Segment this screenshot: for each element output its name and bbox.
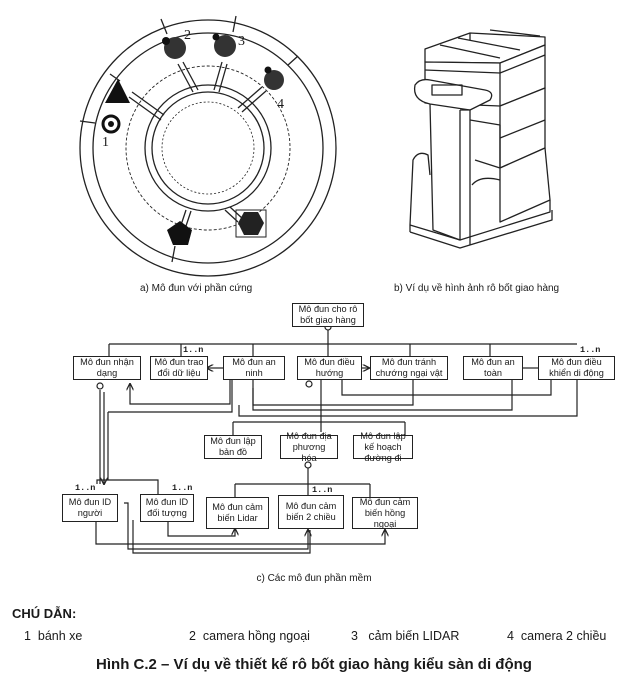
module-navigation-label: Mô đun điều hướng <box>304 357 355 378</box>
module-camera-2d-label: Mô đun cảm biến 2 chiều <box>285 501 337 522</box>
legend-item-3: 3 cảm biến LIDAR <box>351 629 459 643</box>
camera-2d-icon <box>264 66 284 90</box>
multiplicity-sensors: 1..n <box>312 485 333 495</box>
module-ir-sensor: Mô đun cảm biến hồng ngoại <box>352 497 418 529</box>
legend-item-1: 1 bánh xe <box>24 629 82 643</box>
wheel-icon <box>101 114 121 134</box>
triangle-sensor-icon <box>105 79 130 103</box>
outer-ring-inner <box>92 32 324 264</box>
multiplicity-data-exchange: 1..n <box>183 345 204 355</box>
legend-num: 4 <box>507 629 514 643</box>
legend-label: cảm biến LIDAR <box>368 629 460 643</box>
hardware-label-4: 4 <box>277 97 284 112</box>
caption-robot-image: b) Ví dụ về hình ảnh rô bốt giao hàng <box>394 283 560 294</box>
module-recognition-label: Mô đun nhận dạng <box>80 357 134 378</box>
module-root: Mô đun cho rô bốt giao hàng <box>292 303 364 327</box>
delivery-robot-illustration <box>409 29 553 249</box>
multiplicity-motion-control: 1..n <box>580 345 601 355</box>
legend-title: CHÚ DẪN: <box>12 606 77 621</box>
module-obstacle-avoid: Mô đun tránh chướng ngại vật <box>370 356 448 380</box>
module-security-label: Mô đun an ninh <box>232 357 276 378</box>
module-object-id: Mô đun ID đối tượng <box>140 494 194 522</box>
caption-software-modules: c) Các mô đun phần mềm <box>256 573 372 584</box>
hexagon-sensor-icon <box>235 209 267 238</box>
caption-hardware: a) Mô đun với phần cứng <box>140 283 253 294</box>
module-mapping: Mô đun lập bản đồ <box>204 435 262 459</box>
lidar-sensor-icon <box>212 33 236 57</box>
legend-num: 1 <box>24 629 31 643</box>
legend-label: bánh xe <box>37 629 83 643</box>
legend-label: camera 2 chiều <box>520 629 607 643</box>
module-path-planning: Mô đun lập kế hoạch đường đi <box>353 431 413 463</box>
module-root-label: Mô đun cho rô bốt giao hàng <box>298 304 358 325</box>
legend-item-4: 4 camera 2 chiều <box>507 629 606 643</box>
aggregation-marker <box>305 380 313 388</box>
pentagon-sensor-icon <box>167 221 192 245</box>
inner-ring-2 <box>151 91 265 205</box>
module-ir-sensor-label: Mô đun cảm biến hồng ngoại <box>359 496 411 529</box>
module-path-planning-label: Mô đun lập kế hoạch đường đi <box>360 430 406 463</box>
module-motion-control: Mô đun điều khiển di động <box>538 356 615 380</box>
hardware-module-diagram: 1 2 3 4 <box>79 15 553 277</box>
module-safety-label: Mô đun an toàn <box>471 357 515 378</box>
multiplicity-object-id: 1..n <box>172 483 193 493</box>
hardware-label-3: 3 <box>238 34 245 49</box>
module-person-id-label: Mô đun ID người <box>68 497 112 518</box>
module-recognition: Mô đun nhận dạng <box>73 356 141 380</box>
outer-ring <box>79 19 337 277</box>
module-motion-control-label: Mô đun điều khiển di động <box>549 357 604 378</box>
module-security: Mô đun an ninh <box>223 356 285 380</box>
ir-camera-icon <box>162 37 186 59</box>
module-data-exchange-label: Mô đun trao đổi dữ liệu <box>154 357 204 378</box>
module-camera-2d: Mô đun cảm biến 2 chiều <box>278 495 344 529</box>
module-safety: Mô đun an toàn <box>463 356 523 380</box>
module-person-id: Mô đun ID người <box>62 494 118 522</box>
legend-num: 2 <box>189 629 196 643</box>
module-object-id-label: Mô đun ID đối tượng <box>145 497 189 518</box>
module-lidar-sensor: Mô đun cảm biến Lidar <box>206 497 269 529</box>
aggregation-marker <box>96 382 104 390</box>
hardware-label-1: 1 <box>102 135 109 150</box>
module-localization-label: Mô đun địa phương hóa <box>286 430 332 463</box>
module-obstacle-avoid-label: Mô đun tránh chướng ngại vật <box>375 357 443 378</box>
module-data-exchange: Mô đun trao đổi dữ liệu <box>150 356 208 380</box>
module-mapping-label: Mô đun lập bản đồ <box>210 436 256 457</box>
figure-title: Hình C.2 – Ví dụ về thiết kế rô bốt giao… <box>96 656 532 673</box>
aggregation-marker <box>304 461 312 469</box>
hardware-label-2: 2 <box>184 28 191 43</box>
inner-ring <box>144 84 272 212</box>
legend-item-2: 2 camera hồng ngoại <box>189 629 310 643</box>
dashed-ring <box>125 65 291 231</box>
software-connectors <box>95 323 578 554</box>
multiplicity-person-id: 1..n <box>75 483 96 493</box>
legend-num: 3 <box>351 629 358 643</box>
core-dashed <box>161 101 255 195</box>
module-localization: Mô đun địa phương hóa <box>280 431 338 463</box>
module-navigation: Mô đun điều hướng <box>297 356 362 380</box>
module-lidar-sensor-label: Mô đun cảm biến Lidar <box>212 502 263 523</box>
legend-label: camera hồng ngoại <box>202 629 310 643</box>
